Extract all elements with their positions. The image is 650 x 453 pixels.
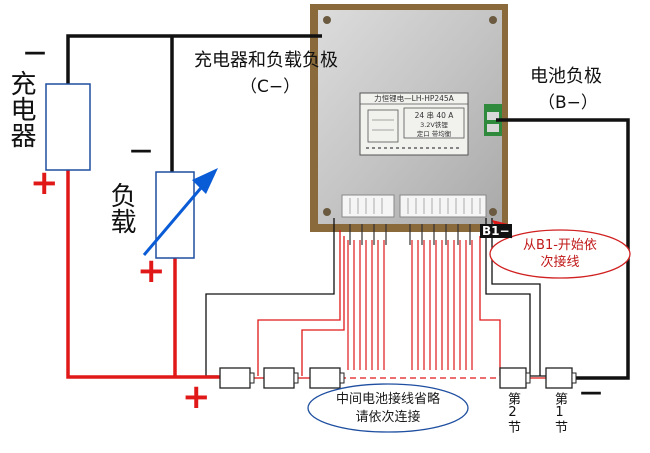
load-arrowhead-icon [192, 168, 218, 194]
balance-connector-left [341, 194, 395, 218]
b-minus-code: （B−） [538, 93, 598, 113]
bottom-minus-sign: — [580, 380, 602, 405]
callout-top-line1: 从B1-开始依 [523, 238, 597, 253]
battery-cell [219, 367, 251, 389]
callout-bottom-line1: 中间电池接线省略 [335, 392, 440, 407]
battery-cells [219, 367, 577, 389]
board-label [359, 92, 469, 156]
cell-2-label: 第2节 [505, 392, 520, 433]
board-spec-2: 3.2V铁锂 [420, 120, 448, 129]
callout-bottom-line2: 请依次连接 [355, 410, 421, 425]
battery-cell-1 [545, 367, 573, 389]
battery-cell [263, 367, 295, 389]
charger-box [45, 83, 91, 171]
b-minus-title: 电池负极 [530, 66, 602, 87]
load-box [155, 171, 195, 259]
screw-hole [489, 16, 497, 24]
bms-board: 力恒锂电—LH-HP245A 24 串 40 A 3.2V铁锂 定口 带均衡 [310, 4, 508, 232]
c-minus-code: （C−） [240, 77, 301, 97]
spec-box [403, 107, 465, 139]
balance-connector-right [399, 194, 487, 218]
charger-plus-sign: + [30, 163, 59, 203]
load-label: 负载 [106, 182, 136, 234]
callout-top-line2: 次接线 [540, 255, 580, 270]
board-spec-3: 定口 带均衡 [417, 129, 452, 138]
charger-label: 充电器 [6, 70, 36, 148]
positive-bus-wire [66, 170, 220, 379]
board-model: 力恒锂电—LH-HP245A [374, 93, 455, 103]
load-plus-sign: + [137, 251, 166, 291]
callout-top-bubble [489, 229, 631, 279]
load-arrow-icon [142, 181, 208, 256]
battery-cell-2 [499, 367, 527, 389]
charger-minus-sign: — [24, 40, 46, 65]
screw-hole [323, 208, 331, 216]
screw-hole [489, 208, 497, 216]
battery-cell [309, 367, 341, 389]
b1-tag: B1− [480, 224, 512, 238]
board-spec-1: 24 串 40 A [415, 111, 455, 120]
cell-1-label: 第1节 [552, 392, 567, 433]
sense-wires-black [205, 218, 548, 377]
load-minus-sign: — [130, 138, 152, 163]
screw-hole [323, 16, 331, 24]
board-schematic [367, 109, 399, 143]
sense-wires-red [257, 230, 501, 376]
bottom-plus-sign: + [182, 377, 211, 417]
balance-harness [347, 224, 473, 370]
callout-bottom-bubble [307, 383, 469, 433]
c-minus-title: 充电器和负载负极 [194, 50, 338, 71]
c-minus-wire [66, 34, 322, 84]
